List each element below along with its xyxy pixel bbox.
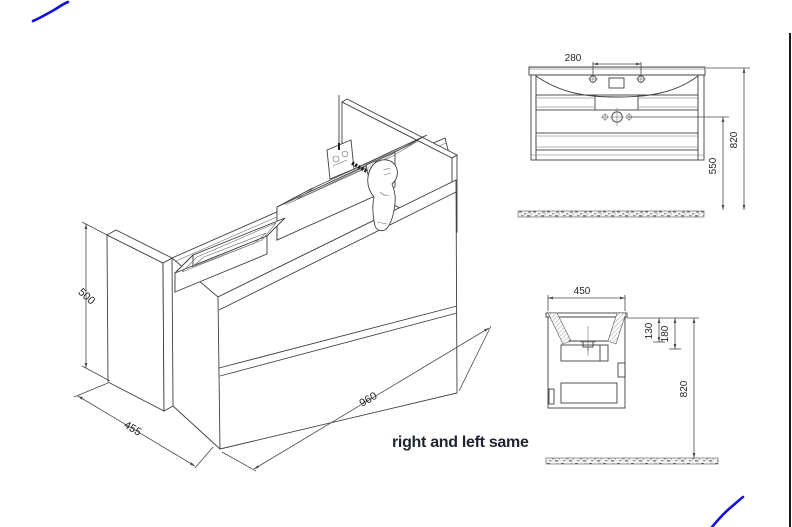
iso-right-basin-box [276,134,428,241]
side-drain [580,326,596,356]
front-overflow-notch [608,77,625,89]
front-floor-hatch [517,210,705,218]
side-rim [545,312,628,318]
iso-left-basin-box [174,217,286,294]
blue-pen-mark-top-left [31,0,70,23]
front-view: 280 550 [517,53,750,218]
note-text: right and left same [392,434,529,451]
iso-view: 500 455 960 [73,95,492,472]
side-dim-depth: 450 [547,286,626,311]
iso-drawer-gap-line-1 [218,305,458,369]
front-upper-drawer [535,77,699,111]
iso-front-face [217,179,458,450]
side-basin-wall-right [607,312,627,345]
iso-drawer-top-edge [218,191,457,311]
front-tap-holes-label: 280 [565,53,582,64]
iso-depth-label: 455 [122,419,144,439]
iso-drawer-gap-line-2 [219,312,458,377]
side-overall-label: 820 [679,380,690,397]
front-dim-overall: 820 [706,67,750,210]
side-floor-hatch [545,457,719,465]
side-runner-block [617,362,626,378]
front-mount-hole-right [636,74,646,84]
drill-icon [351,159,398,232]
side-basin-wall-left [547,312,572,345]
front-siphon-label: 550 [708,157,719,174]
front-faucet-marker [601,108,633,126]
side-dim-inner-depth: 180 [660,318,681,350]
front-dim-tap-holes: 280 [565,53,642,74]
side-left-block [548,388,555,405]
mounting-bracket [326,139,355,180]
side-upper-drawer-box [560,344,609,362]
front-countertop-shade [529,67,705,70]
side-dim-overall: 820 [679,318,696,458]
side-inner-depth-label: 180 [660,325,671,342]
iso-dim-height: 500 [75,221,111,382]
side-view: 450 130 [545,286,719,465]
front-overall-label: 820 [729,131,740,148]
front-lower-drawer [535,132,699,151]
side-dim-basin-depth: 130 [644,318,665,343]
front-dim-siphon: 550 [628,116,729,210]
side-basin-depth-label: 130 [644,322,655,339]
front-mount-hole-left [588,74,598,84]
front-carcass [530,74,705,161]
iso-left-side-panel [106,229,221,450]
side-lower-drawer-box [560,382,618,404]
front-basin-curve [535,75,699,98]
blue-pen-mark-bottom-right [710,495,745,527]
side-depth-label: 450 [574,286,591,297]
iso-height-label: 500 [75,286,97,307]
